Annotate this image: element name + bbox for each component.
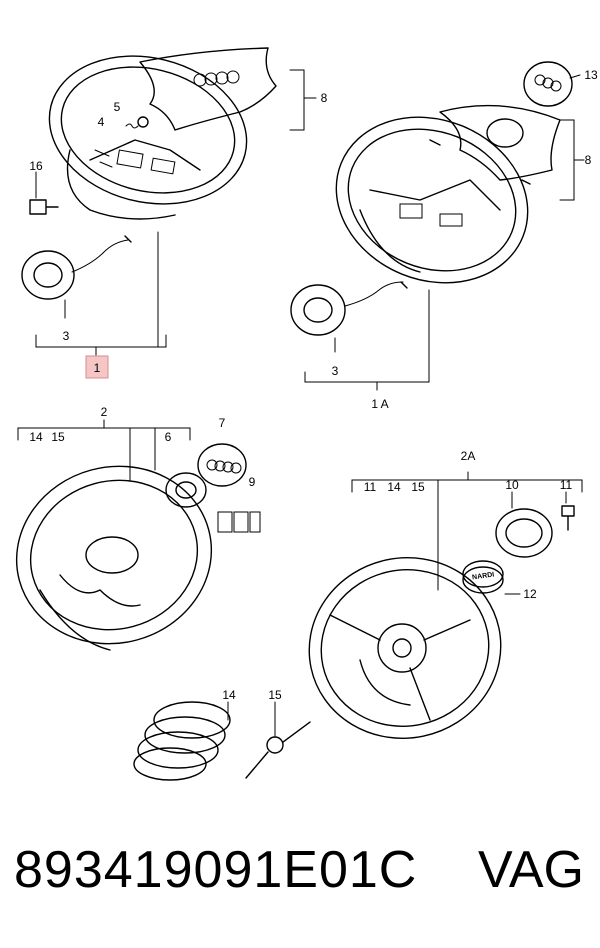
callout-15a: 15: [51, 430, 65, 444]
callout-11a: 11: [364, 480, 377, 494]
callout-12: 12: [523, 587, 537, 601]
steering-wheel-2: [15, 465, 213, 651]
callout-15b: 15: [411, 480, 425, 494]
callout-1: 1: [94, 361, 101, 375]
bolt-16: [29, 199, 59, 215]
callout-16: 16: [29, 159, 43, 173]
callout-14b: 14: [387, 480, 401, 494]
callout-13: 13: [584, 68, 598, 82]
bracket-2: [17, 419, 191, 441]
bracket-1a: [304, 371, 430, 391]
hub-adapter-6: [165, 472, 207, 508]
ring-10: [495, 508, 553, 558]
callout-2a: 2A: [461, 449, 476, 463]
callout-4: 4: [98, 115, 105, 129]
lead-15: [245, 721, 311, 779]
part-number: 893419091E01C: [14, 841, 418, 899]
callout-2: 2: [101, 405, 108, 419]
callout-15c: 15: [268, 688, 282, 702]
callout-1a: 1 A: [371, 397, 388, 411]
callout-8a: 8: [321, 91, 328, 105]
labels-9: [217, 511, 261, 533]
highlight-box-1: [85, 355, 109, 379]
callout-14c: 14: [222, 688, 236, 702]
callout-14a: 14: [29, 430, 43, 444]
callout-5: 5: [114, 100, 121, 114]
bracket-2a: [351, 471, 583, 493]
callout-9: 9: [249, 475, 256, 489]
emblem-7: [197, 443, 247, 487]
contact-ring-3a: [21, 235, 132, 300]
bracket-1: [35, 334, 167, 356]
steering-wheel-1a: [335, 116, 529, 284]
callout-6: 6: [165, 430, 172, 444]
callout-10: 10: [505, 478, 519, 492]
boot-14: [133, 701, 231, 781]
horn-pad-8b: [429, 104, 561, 185]
horn-pad-8a: [139, 47, 277, 131]
callout-7: 7: [219, 416, 226, 430]
steering-wheel-1: [48, 55, 248, 220]
screw-5: [137, 116, 149, 128]
emblem-12-text: NARDI: [472, 571, 495, 581]
screw-11: [561, 505, 575, 531]
spring-4: [125, 123, 139, 129]
callout-3b: 3: [332, 364, 339, 378]
callout-8b: 8: [585, 153, 592, 167]
emblem-12: [462, 560, 504, 594]
steering-wheel-2a: [308, 557, 502, 739]
callout-3a: 3: [63, 329, 70, 343]
emblem-13: [523, 61, 573, 107]
contact-ring-3b: [290, 281, 408, 336]
callout-11b: 11: [560, 478, 573, 492]
brand-name: VAG: [478, 841, 584, 899]
